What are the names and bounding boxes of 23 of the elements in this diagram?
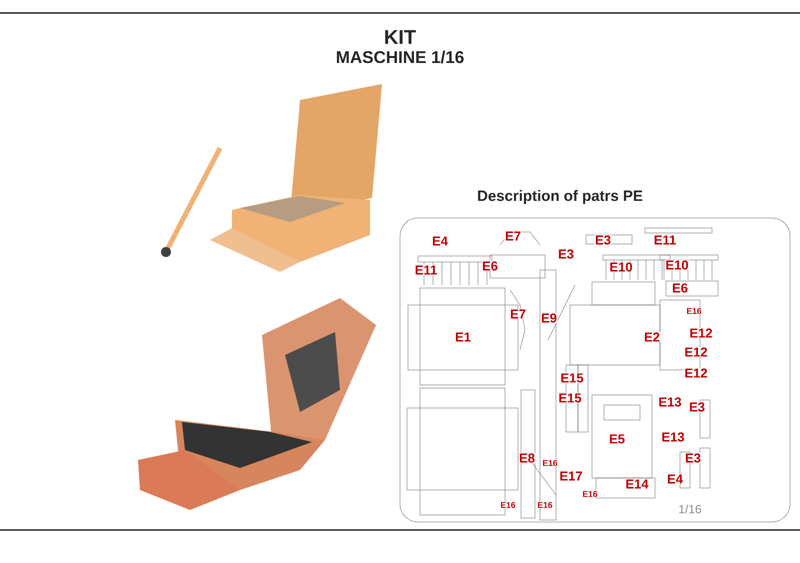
part-label: E1 — [454, 332, 472, 342]
part-label: E4 — [432, 236, 448, 246]
part-label: E7 — [510, 309, 526, 319]
part-label: E11 — [414, 265, 438, 275]
part-label: E6 — [482, 260, 498, 272]
etched-text: 1/16 — [679, 504, 702, 514]
part-label: E17 — [558, 471, 584, 481]
part-label: E3 — [684, 452, 702, 464]
part-label: E8 — [518, 452, 536, 464]
section-heading: Description of patrs PE — [478, 190, 642, 204]
part-label: E3 — [558, 248, 574, 260]
part-label: E5 — [608, 434, 626, 444]
part-label: E9 — [540, 312, 558, 324]
subtitle: MASCHINE 1/16 — [336, 50, 464, 64]
part-label: E7 — [504, 231, 522, 241]
part-label: E2 — [644, 332, 660, 342]
part-label: E6 — [672, 282, 688, 294]
part-label: E11 — [653, 235, 677, 245]
part-label: E4 — [666, 474, 684, 484]
part-label: E3 — [594, 234, 612, 246]
part-label: E14 — [624, 479, 650, 489]
part-label: E3 — [688, 402, 706, 412]
title: KIT — [385, 30, 416, 44]
